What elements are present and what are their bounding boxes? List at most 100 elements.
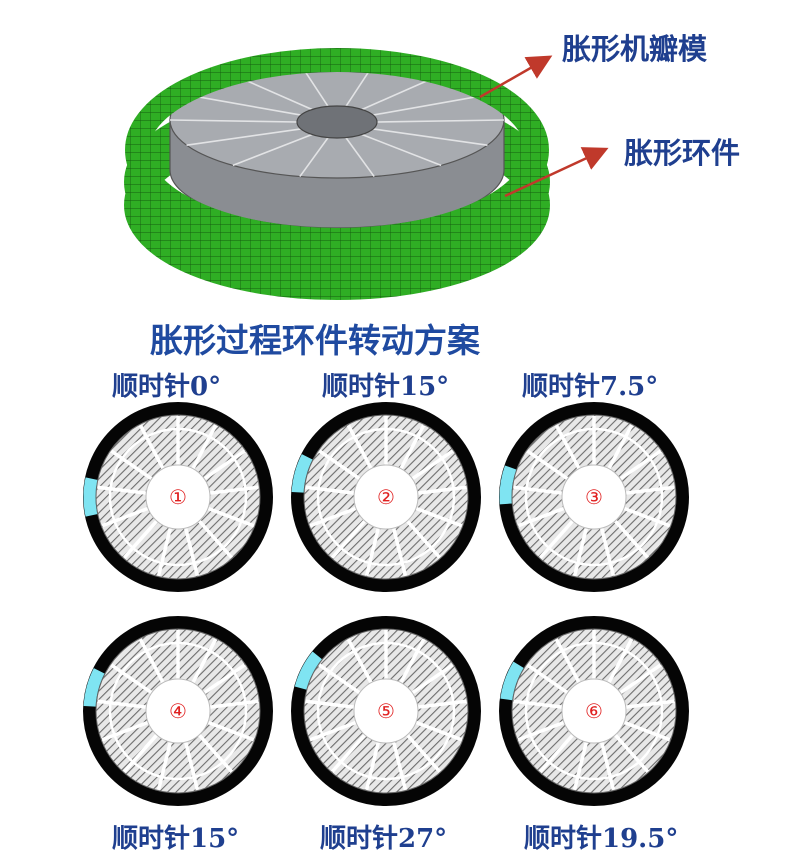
segment-gap: [623, 720, 671, 742]
panel-5-caption: 顺时针27°: [320, 824, 448, 854]
ring-marker: [294, 651, 323, 690]
segment-gap: [625, 699, 675, 709]
segment-gap: [197, 519, 234, 559]
rotation-panel: [499, 402, 689, 592]
ring-die-assembly: [124, 48, 550, 300]
segment-gap: [97, 699, 147, 709]
rotation-panel: [291, 616, 481, 806]
panel-2-caption: 顺时针15°: [322, 372, 450, 402]
die-segment-line: [186, 94, 302, 116]
segment-gap: [309, 720, 357, 742]
segment-gap: [309, 506, 357, 528]
rotation-panels: [83, 402, 689, 806]
segment-gap: [399, 424, 426, 470]
segment-gap: [183, 741, 200, 791]
panel-4-number: ④: [169, 699, 187, 723]
ring-marker: [500, 661, 524, 701]
segment-gap: [613, 519, 650, 559]
segment-gap: [207, 506, 255, 528]
die-segment-line: [169, 119, 298, 123]
segment-gap: [513, 485, 563, 495]
segment-gap: [305, 485, 355, 495]
segment-gap: [364, 527, 381, 577]
segment-gap: [209, 699, 259, 709]
segment-gap: [305, 699, 355, 709]
segment-gap: [364, 741, 381, 791]
segment-gap: [101, 720, 149, 742]
panel-6-caption: 顺时针19.5°: [524, 824, 679, 854]
segment-gap: [625, 485, 675, 495]
rotation-panel: [499, 616, 689, 806]
panel-4-caption: 顺时针15°: [112, 824, 240, 854]
panel-3-number: ③: [585, 485, 603, 509]
segment-inner-line: [524, 641, 664, 781]
panel-2-number: ②: [377, 485, 395, 509]
segment-gap: [607, 638, 634, 684]
segment-gap: [203, 449, 246, 481]
rotation-panel: [83, 402, 273, 592]
label-ring: 胀形环件: [624, 136, 741, 170]
segment-gap: [572, 527, 589, 577]
segment-gap: [517, 720, 565, 742]
segment-gap: [101, 506, 149, 528]
die-segment-line: [299, 137, 329, 178]
die-segment-line: [361, 133, 442, 167]
die-segment-line: [345, 137, 375, 178]
segment-gap: [599, 527, 616, 577]
segment-gap: [411, 663, 454, 695]
segment-gap: [411, 449, 454, 481]
die-hub: [145, 464, 211, 530]
die-hub: [353, 464, 419, 530]
segment-gap: [417, 485, 467, 495]
segment-gap: [156, 527, 173, 577]
segment-gap: [197, 733, 234, 773]
segment-inner-line: [316, 641, 456, 781]
segment-gap: [405, 519, 442, 559]
segment-inner-line: [108, 427, 248, 567]
ring-marker: [291, 454, 313, 493]
segment-gap: [613, 733, 650, 773]
segment-gap: [623, 506, 671, 528]
die-segment-line: [376, 119, 505, 123]
die-segment-line: [372, 128, 488, 146]
segment-inner-line: [524, 427, 664, 567]
segment-gap: [599, 741, 616, 791]
segment-gap: [391, 527, 408, 577]
segment-gap: [346, 638, 373, 684]
arrow-to-segments: [479, 55, 553, 99]
segment-gap: [138, 638, 165, 684]
segment-gap: [517, 506, 565, 528]
die-segment-line: [372, 94, 488, 116]
ring-outline: [83, 616, 273, 806]
segment-gap: [318, 449, 361, 481]
segment-gap: [526, 449, 569, 481]
segment-gap: [607, 424, 634, 470]
die-hub: [145, 678, 211, 744]
ring-outline: [291, 616, 481, 806]
segment-gap: [554, 424, 581, 470]
segment-gap: [619, 663, 662, 695]
segment-gap: [526, 663, 569, 695]
rotation-panel: [83, 616, 273, 806]
die-center-hole: [296, 105, 378, 139]
segment-gap: [346, 424, 373, 470]
die-hub: [561, 678, 627, 744]
segment-gap: [318, 663, 361, 695]
segment-gap: [183, 527, 200, 577]
segment-gap: [138, 424, 165, 470]
panel-1-number: ①: [169, 485, 187, 509]
segment-gap: [207, 720, 255, 742]
diagram-title: 胀形过程环件转动方案: [150, 321, 480, 360]
segment-gap: [415, 506, 463, 528]
segment-gap: [156, 741, 173, 791]
segment-gap: [417, 699, 467, 709]
ring-tube-top: [125, 48, 549, 252]
segment-gap: [203, 663, 246, 695]
segment-gap: [110, 449, 153, 481]
segment-gap: [391, 741, 408, 791]
segment-gap: [191, 424, 218, 470]
segment-inner-line: [108, 641, 248, 781]
segment-gap: [538, 519, 575, 559]
